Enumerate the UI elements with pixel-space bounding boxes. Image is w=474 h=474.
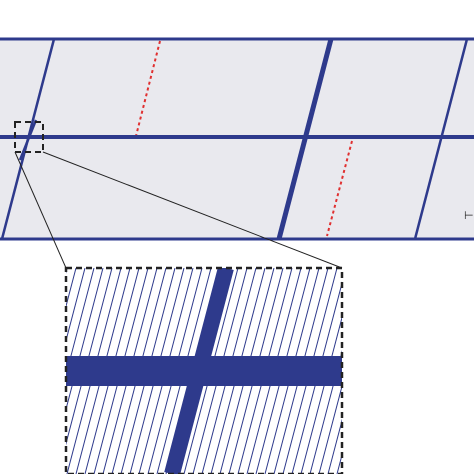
- zoom-inset: [0, 266, 418, 474]
- hatch-line: [346, 268, 400, 474]
- zoom-selection-box: [14, 121, 44, 153]
- slanted-line: [18, 119, 38, 161]
- hatch-line: [0, 268, 49, 474]
- zoom-connector-line: [14, 151, 67, 269]
- hatch-line: [364, 268, 418, 474]
- hatch-line: [318, 384, 342, 474]
- hatch-line: [0, 268, 40, 474]
- hatch-line: [327, 418, 342, 474]
- zoom-connector-line: [42, 151, 343, 269]
- inset-cross: [66, 268, 342, 474]
- hatch-line: [355, 268, 409, 474]
- hatch-line: [66, 268, 86, 343]
- hatch-line: [66, 268, 68, 274]
- hatch-line: [4, 268, 58, 474]
- red-dashed-line: [135, 40, 161, 137]
- main-strip: ⊢: [0, 37, 474, 241]
- red-dashed-line: [326, 140, 353, 237]
- tick-mark: ⊢: [464, 209, 474, 222]
- strip-lines: [0, 39, 474, 239]
- inset-frame: [64, 266, 344, 474]
- hatch-line: [336, 452, 342, 474]
- hatch-line: [66, 268, 77, 309]
- inset-horizontal-bar: [66, 356, 342, 386]
